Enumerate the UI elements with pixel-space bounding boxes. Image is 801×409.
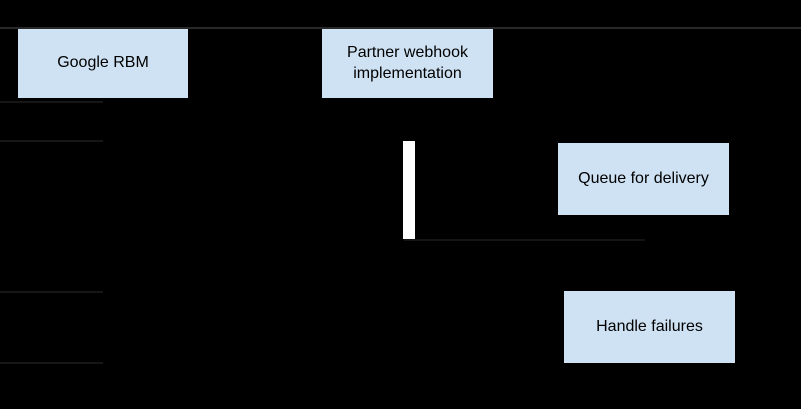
faint-return-line: [404, 239, 645, 241]
activation-bar: [403, 141, 415, 239]
node-google-rbm-label: Google RBM: [57, 54, 149, 72]
top-separator-line: [0, 27, 801, 29]
faint-line-row-2: [0, 140, 103, 142]
node-partner-webhook-implementation-label: Partner webhook implementation: [347, 43, 468, 82]
node-partner-webhook-implementation: Partner webhook implementation: [322, 29, 493, 98]
node-google-rbm: Google RBM: [18, 29, 188, 98]
node-queue-for-delivery: Queue for delivery: [558, 143, 729, 215]
faint-line-row-4: [0, 362, 103, 364]
node-handle-failures-label: Handle failures: [596, 317, 703, 335]
faint-line-row-1: [0, 101, 103, 103]
node-handle-failures: Handle failures: [564, 291, 735, 363]
faint-line-row-3: [0, 291, 103, 293]
node-queue-for-delivery-label: Queue for delivery: [578, 169, 709, 187]
